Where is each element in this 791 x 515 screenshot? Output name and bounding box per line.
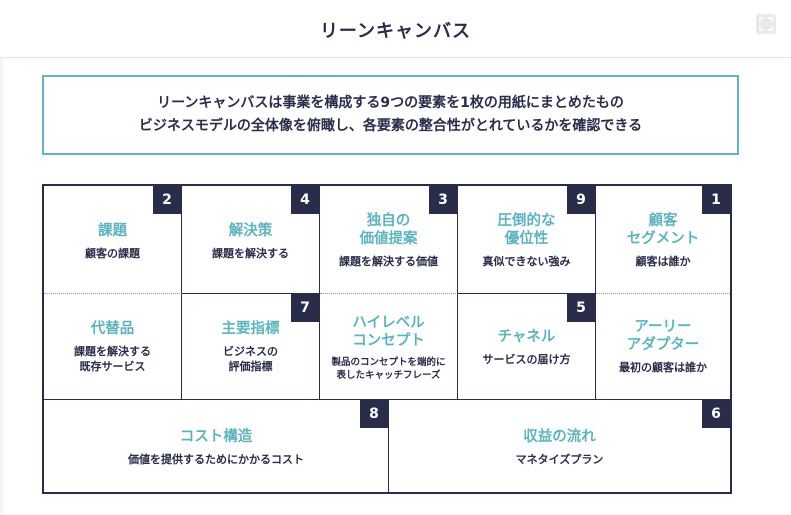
cell-description: ビジネスの 評価指標 — [223, 345, 278, 373]
cell-solution: 4 解決策 課題を解決する — [182, 186, 320, 294]
lean-canvas: 2 課題 顧客の課題 4 解決策 課題を解決する 3 独自の 価値提案 課題を解… — [42, 184, 732, 494]
cell-title: 顧客 セグメント — [626, 213, 700, 247]
cell-title: 収益の流れ — [523, 429, 596, 445]
cell-number: 3 — [429, 186, 457, 214]
cell-description: 最初の顧客は誰か — [619, 361, 707, 374]
expand-icon[interactable] — [756, 14, 776, 34]
cell-high-level-concept: ハイレベル コンセプト 製品のコンセプトを端的に 表したキャッチフレーズ — [320, 294, 458, 400]
cell-description: 課題を解決する — [212, 247, 289, 260]
cell-description: 価値を提供するためにかかるコスト — [128, 453, 304, 466]
summary-box: リーンキャンバスは事業を構成する9つの要素を1枚の用紙にまとめたもの ビジネスモ… — [42, 75, 739, 155]
left-edge-strip — [0, 58, 3, 515]
cell-number: 2 — [153, 186, 181, 214]
cell-number: 5 — [567, 294, 595, 322]
header-bar: リーンキャンバス — [0, 0, 791, 58]
cell-title: 独自の 価値提案 — [359, 213, 418, 247]
cell-key-metrics: 7 主要指標 ビジネスの 評価指標 — [182, 294, 320, 400]
cell-description: 顧客は誰か — [635, 255, 691, 268]
cell-description: 課題を解決する 既存サービス — [74, 345, 151, 373]
cell-number: 1 — [702, 186, 730, 214]
cell-customer-segments: 1 顧客 セグメント 顧客は誰か — [596, 186, 730, 294]
cell-title: アーリー アダプター — [626, 319, 700, 353]
summary-line-1: リーンキャンバスは事業を構成する9つの要素を1枚の用紙にまとめたもの — [157, 95, 624, 111]
cell-description: サービスの届け方 — [482, 353, 571, 366]
cell-number: 8 — [360, 400, 388, 428]
cell-title: 圧倒的な 優位性 — [497, 213, 556, 247]
cell-description: 製品のコンセプトを端的に 表したキャッチフレーズ — [331, 357, 446, 381]
cell-channels: 5 チャネル サービスの届け方 — [458, 294, 596, 400]
cell-unique-value-proposition: 3 独自の 価値提案 課題を解決する価値 — [320, 186, 458, 294]
cell-description: 真似できない強み — [482, 255, 571, 268]
summary-line-2: ビジネスモデルの全体像を俯瞰し、各要素の整合性がとれているかを確認できる — [138, 118, 643, 134]
cell-unfair-advantage: 9 圧倒的な 優位性 真似できない強み — [458, 186, 596, 294]
cell-problem: 2 課題 顧客の課題 — [44, 186, 182, 294]
cell-number: 4 — [291, 186, 319, 214]
cell-title: 解決策 — [228, 223, 273, 239]
cell-title: コスト構造 — [179, 429, 253, 445]
cell-title: ハイレベル コンセプト — [352, 315, 425, 349]
cell-title: チャネル — [497, 329, 556, 345]
cell-number: 9 — [567, 186, 595, 214]
cell-early-adopters: アーリー アダプター 最初の顧客は誰か — [596, 294, 730, 400]
cell-number: 7 — [291, 294, 319, 322]
cell-title: 代替品 — [90, 321, 135, 337]
cell-revenue-streams: 6 収益の流れ マネタイズプラン — [389, 400, 730, 492]
cell-title: 主要指標 — [221, 321, 280, 337]
page-title: リーンキャンバス — [319, 21, 472, 42]
cell-cost-structure: 8 コスト構造 価値を提供するためにかかるコスト — [44, 400, 389, 492]
cell-title: 課題 — [98, 223, 127, 239]
cell-description: マネタイズプラン — [515, 453, 604, 466]
cell-description: 顧客の課題 — [85, 247, 140, 260]
cell-existing-alternatives: 代替品 課題を解決する 既存サービス — [44, 294, 182, 400]
cell-number: 6 — [702, 400, 730, 428]
cell-description: 課題を解決する価値 — [339, 255, 438, 268]
